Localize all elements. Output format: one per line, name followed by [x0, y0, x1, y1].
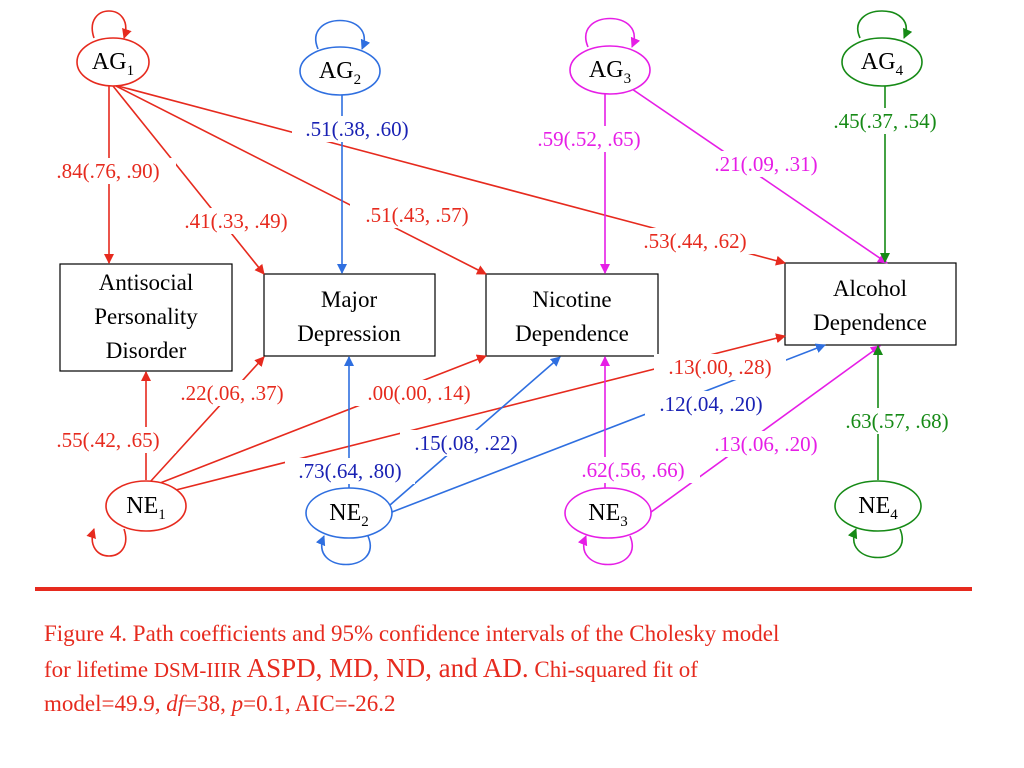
box-aspd-line3: Disorder [106, 338, 187, 363]
caption-model-fit: model=49.9, [44, 691, 167, 716]
node-ne2-label: NE2 [329, 500, 369, 530]
variance-loop-ag3 [585, 17, 641, 48]
label-ne1-ad: .13(.00, .28) [668, 355, 771, 379]
path-ne1-nd [154, 354, 487, 486]
box-aspd: Antisocial Personality Disorder [59, 263, 233, 372]
node-ne1-label: NE1 [126, 493, 166, 523]
label-ne2-nd: .15(.08, .22) [414, 431, 517, 455]
label-ag1-aspd: .84(.76, .90) [56, 159, 159, 183]
box-ad-line2: Dependence [813, 310, 927, 335]
box-md-line1: Major [321, 287, 378, 312]
caption-line-1: Figure 4. Path coefficients and 95% conf… [44, 621, 780, 646]
label-ag3-ad: .21(.09, .31) [714, 152, 817, 176]
node-ne4: NE4 [834, 480, 922, 559]
node-ag1: AG1 [76, 10, 150, 87]
variance-loop-ne3 [577, 535, 633, 566]
node-ne1: NE1 [86, 480, 187, 557]
box-aspd-line1: Antisocial [99, 270, 194, 295]
caption-line-2a: for lifetime [44, 657, 154, 682]
caption-line-2d: Chi-squared fit of [528, 657, 698, 682]
caption-p-aic: =0.1, AIC=-26.2 [243, 691, 396, 716]
label-ag1-nd: .51(.43, .57) [365, 203, 468, 227]
label-ne3-ad: .13(.06, .20) [714, 432, 817, 456]
cholesky-path-diagram: Antisocial Personality Disorder Major De… [40, 10, 964, 566]
box-md-line2: Depression [297, 321, 401, 346]
variance-loop-ag4 [857, 10, 913, 39]
label-ne4-ad: .63(.57, .68) [845, 409, 948, 433]
box-aspd-line2: Personality [94, 304, 198, 329]
box-ad: Alcohol Dependence [784, 262, 957, 346]
label-ne2-ad: .12(.04, .20) [659, 392, 762, 416]
caption-dsm-term: DSM-IIIR [153, 658, 242, 682]
node-ag4-label: AG4 [861, 49, 904, 79]
box-md: Major Depression [263, 273, 436, 357]
path-ne1-md [149, 356, 265, 483]
label-ne1-aspd: .55(.42, .65) [56, 428, 159, 452]
caption-df-value: =38, [184, 691, 232, 716]
node-ag3-label: AG3 [589, 57, 631, 87]
path-ag1-nd [115, 85, 487, 275]
variance-loop-ne2 [315, 535, 371, 566]
variance-loop-ag2 [315, 19, 371, 50]
caption-df-symbol: df [166, 691, 185, 716]
label-ne2-md: .73(.64, .80) [298, 459, 401, 483]
label-ag1-md: .41(.33, .49) [184, 209, 287, 233]
node-ag2: AG2 [299, 19, 381, 96]
node-ne2: NE2 [305, 487, 393, 566]
variance-loop-ag1 [91, 10, 132, 39]
caption-line-3: model=49.9, df=38, p=0.1, AIC=-26.2 [44, 687, 984, 721]
node-ag4: AG4 [841, 10, 923, 87]
node-ne4-label: NE4 [858, 493, 898, 523]
label-ag4-ad: .45(.37, .54) [833, 109, 936, 133]
node-ne3-label: NE3 [588, 500, 628, 530]
caption-line-2: for lifetime DSM-IIIR ASPD, MD, ND, and … [44, 651, 984, 687]
variance-loop-ne1 [86, 528, 127, 557]
path-ne3-ad [646, 345, 881, 516]
box-nd-line2: Dependence [515, 321, 629, 346]
label-ne3-nd: .62(.56, .66) [581, 458, 684, 482]
divider [35, 587, 972, 591]
path-ag1-md [112, 85, 265, 275]
node-ag1-label: AG1 [92, 49, 134, 79]
path-labels: .51(.38, .60) .84(.76, .90) .41(.33, .49… [40, 108, 964, 484]
label-ag1-ad: .53(.44, .62) [643, 229, 746, 253]
box-ad-line1: Alcohol [833, 276, 907, 301]
variance-loop-ne4 [847, 528, 903, 559]
label-ne1-md: .22(.06, .37) [180, 381, 283, 405]
caption-p-symbol: p [231, 691, 244, 716]
label-ag2-md: .51(.38, .60) [305, 117, 408, 141]
caption-disorders: ASPD, MD, ND, and AD. [241, 653, 529, 683]
figure-caption: Figure 4. Path coefficients and 95% conf… [44, 617, 984, 721]
box-nd-line1: Nicotine [532, 287, 611, 312]
label-ag3-nd: .59(.52, .65) [537, 127, 640, 151]
box-nd: Nicotine Dependence [485, 273, 659, 357]
label-ne1-nd: .00(.00, .14) [367, 381, 470, 405]
node-ag3: AG3 [569, 17, 651, 95]
node-ne3: NE3 [564, 487, 652, 566]
node-ag2-label: AG2 [319, 58, 361, 88]
